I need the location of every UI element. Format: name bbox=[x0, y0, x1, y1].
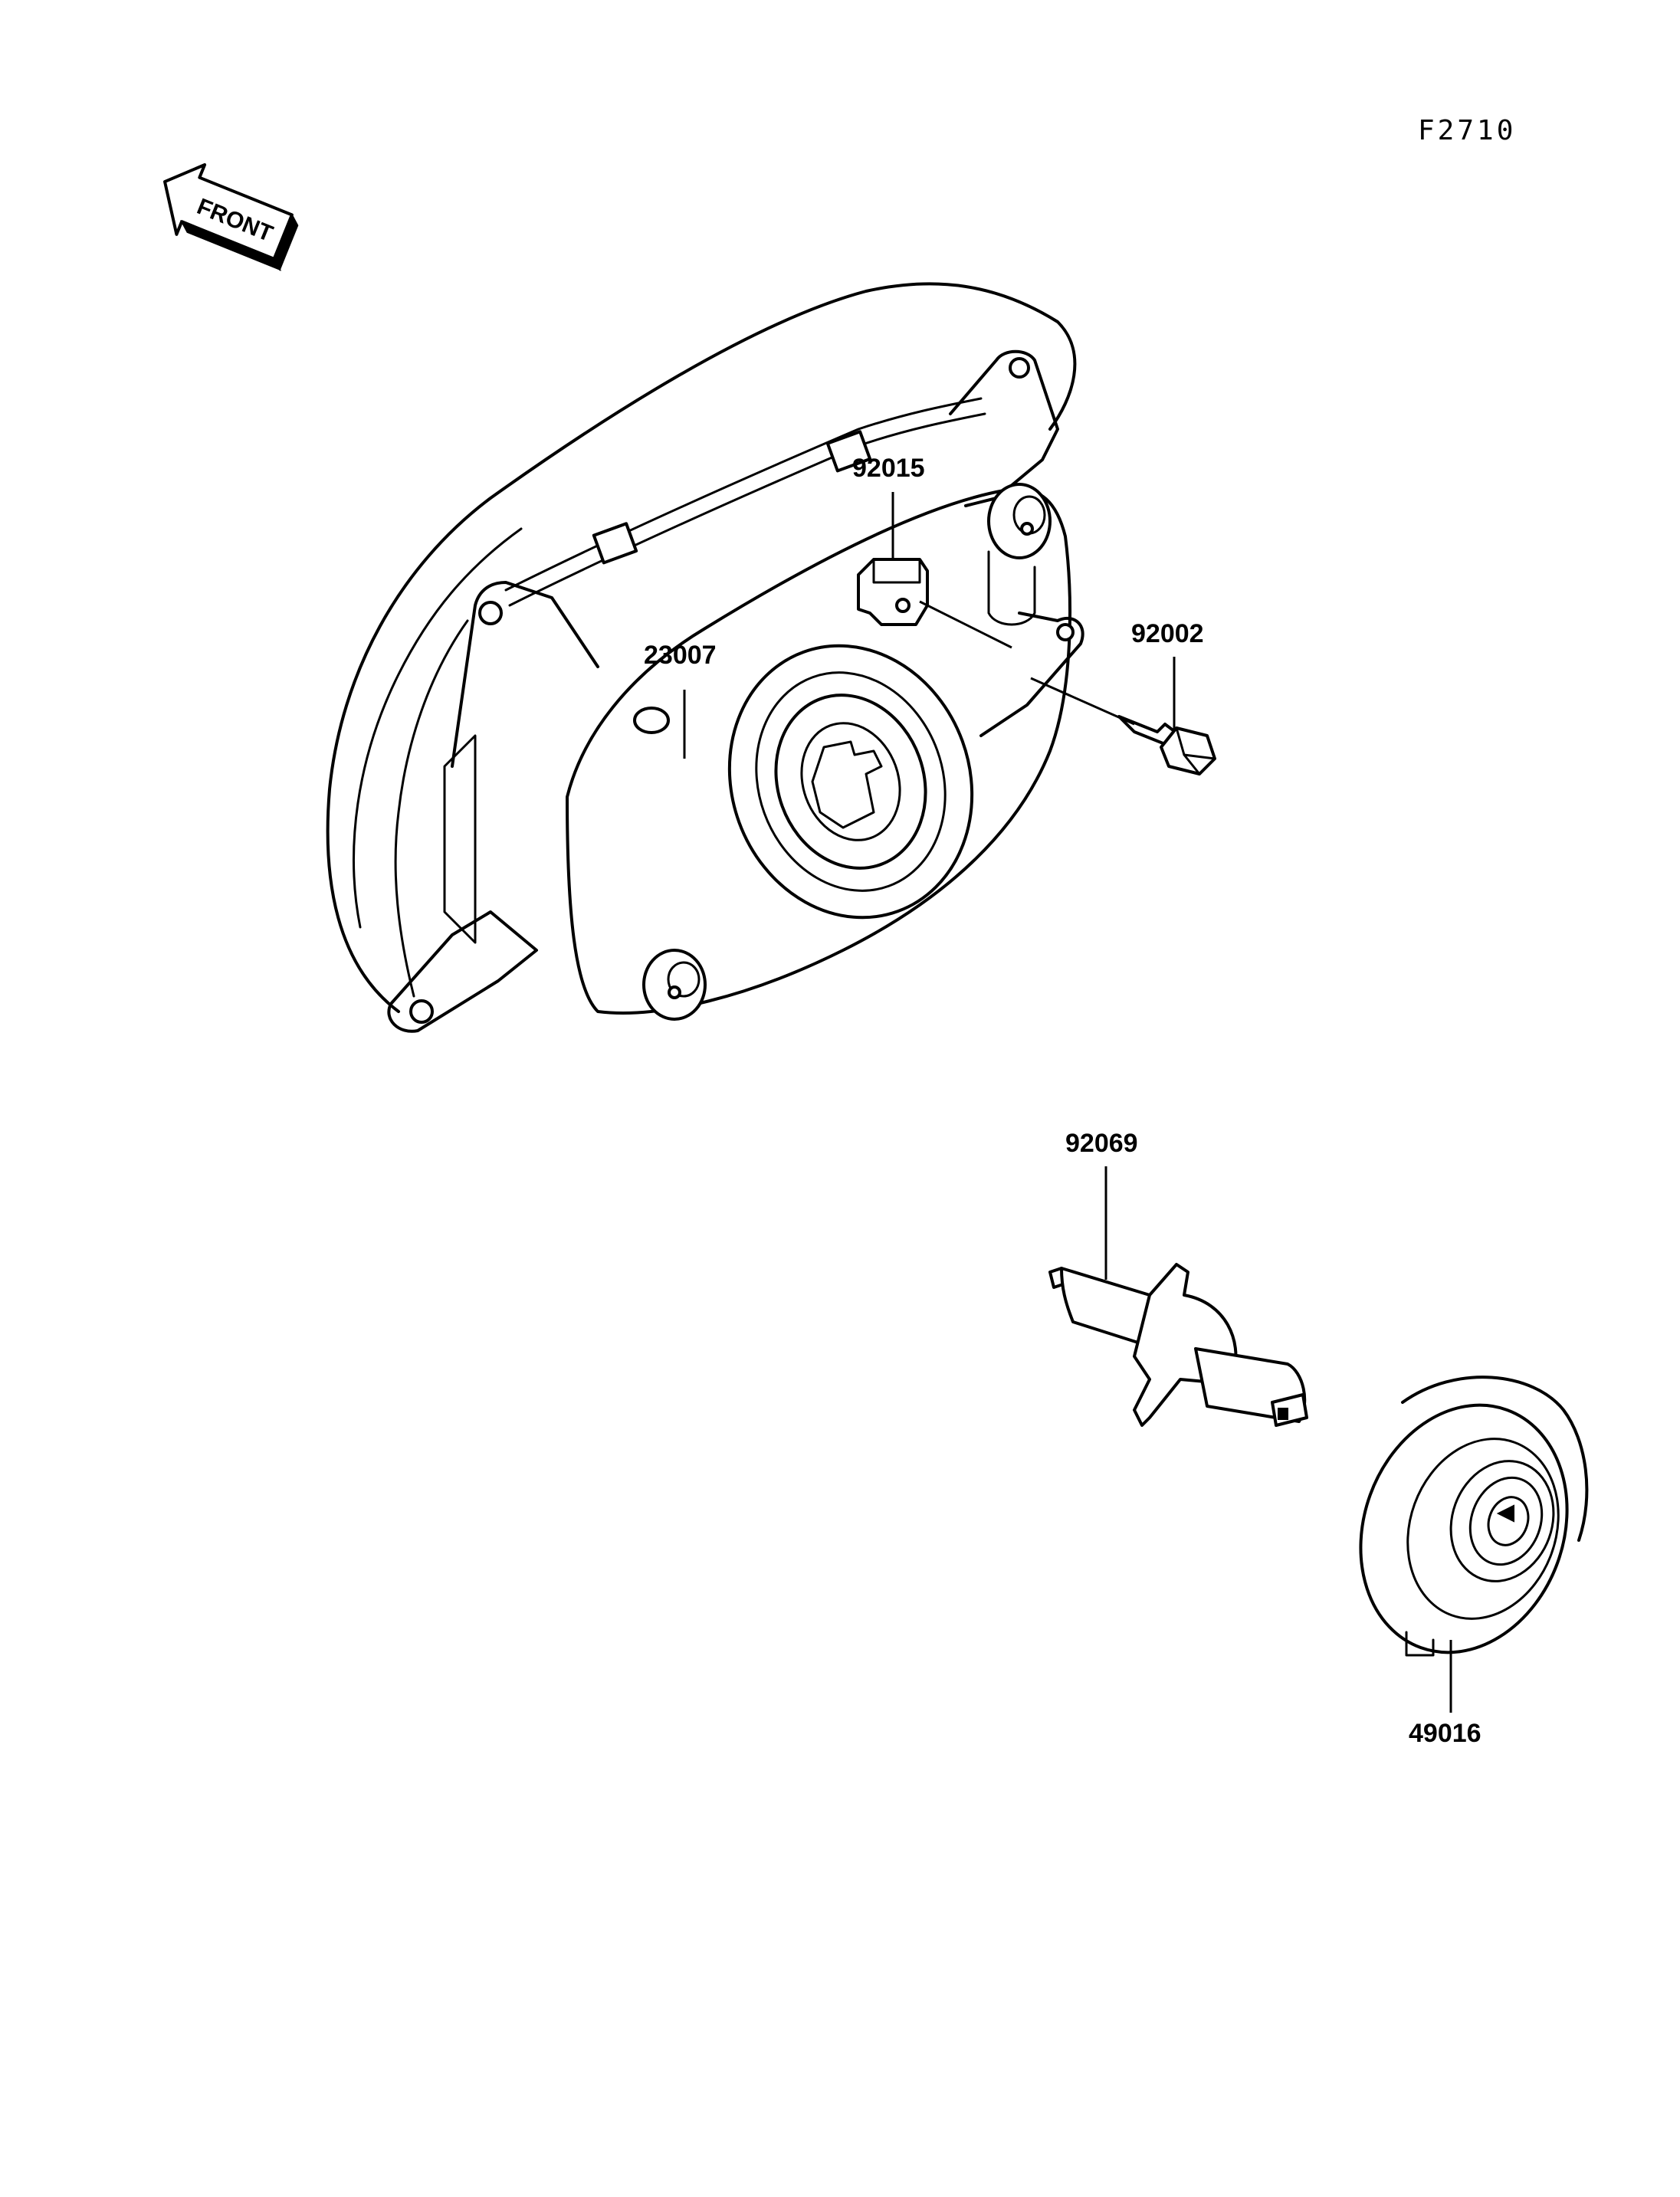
bolt bbox=[1117, 715, 1216, 776]
front-direction-arrow-icon: FRONT bbox=[163, 162, 299, 271]
part-number-49016: 49016 bbox=[1409, 1719, 1481, 1748]
leader-92002-to-bracket bbox=[1030, 677, 1135, 726]
part-number-92069: 92069 bbox=[1065, 1129, 1138, 1158]
headlamp-unit bbox=[326, 282, 1084, 1033]
bulb-cover bbox=[1359, 1376, 1589, 1657]
figure-code: F2710 bbox=[1418, 115, 1516, 146]
clip-nut bbox=[857, 558, 929, 626]
part-number-92015: 92015 bbox=[852, 454, 925, 483]
part-number-23007: 23007 bbox=[644, 641, 717, 670]
bulb bbox=[1048, 1263, 1308, 1427]
part-number-92002: 92002 bbox=[1131, 619, 1204, 648]
leader-92015-to-bracket bbox=[919, 600, 1012, 649]
